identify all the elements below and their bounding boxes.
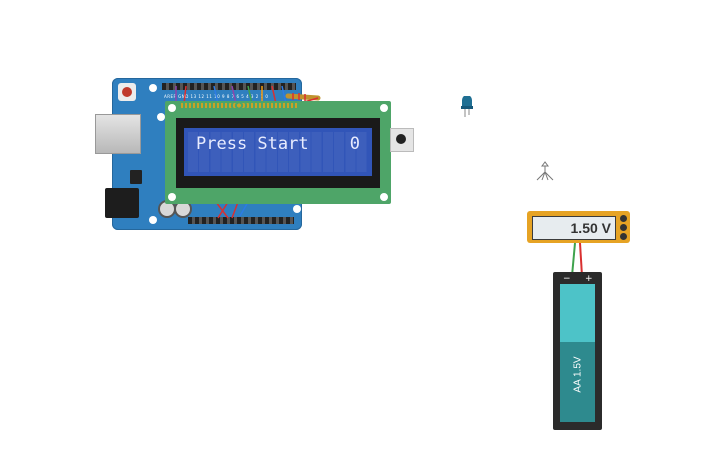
multimeter-reading: 1.50 V bbox=[570, 220, 611, 236]
battery-minus-sign: − bbox=[563, 274, 571, 284]
lcd-mount-hole bbox=[168, 104, 176, 112]
meter-terminal[interactable] bbox=[619, 214, 628, 223]
sensor-icon[interactable] bbox=[533, 160, 557, 184]
lcd-mount-hole bbox=[168, 193, 176, 201]
voltage-regulator bbox=[130, 170, 142, 184]
lcd-line-1-score: 0 bbox=[349, 134, 360, 154]
mounting-hole bbox=[157, 113, 165, 121]
power-jack bbox=[105, 188, 139, 218]
mounting-hole bbox=[149, 216, 157, 224]
multimeter-display: 1.50 V bbox=[532, 216, 616, 240]
aa-battery[interactable]: − + AA 1.5V bbox=[553, 272, 602, 430]
lcd-line-1-text: Press Start bbox=[196, 134, 309, 154]
lcd-character-cells bbox=[188, 132, 368, 172]
meter-terminal[interactable] bbox=[619, 223, 628, 232]
mounting-hole bbox=[293, 205, 301, 213]
lcd-16x2[interactable]: Press Start 0 bbox=[165, 101, 391, 204]
mounting-hole bbox=[149, 84, 157, 92]
digital-header bbox=[162, 83, 296, 90]
led-icon[interactable] bbox=[461, 96, 473, 118]
battery-cell-bottom bbox=[560, 342, 595, 422]
multimeter[interactable]: 1.50 V bbox=[527, 211, 630, 243]
meter-wires bbox=[571, 242, 583, 277]
lcd-pin-row bbox=[179, 103, 299, 108]
pushbutton-icon[interactable] bbox=[390, 128, 414, 152]
analog-header bbox=[188, 217, 294, 224]
reset-button[interactable] bbox=[118, 83, 136, 101]
battery-cell-top bbox=[560, 284, 595, 342]
lcd-mount-hole bbox=[380, 193, 388, 201]
power-wires bbox=[215, 201, 249, 219]
battery-label: AA 1.5V bbox=[572, 356, 584, 393]
pushbutton-cap bbox=[396, 134, 406, 144]
meter-terminal[interactable] bbox=[619, 232, 628, 241]
lcd-mount-hole bbox=[380, 104, 388, 112]
battery-plus-sign: + bbox=[585, 274, 593, 284]
usb-connector bbox=[95, 114, 141, 154]
lcd-screen bbox=[184, 128, 372, 176]
